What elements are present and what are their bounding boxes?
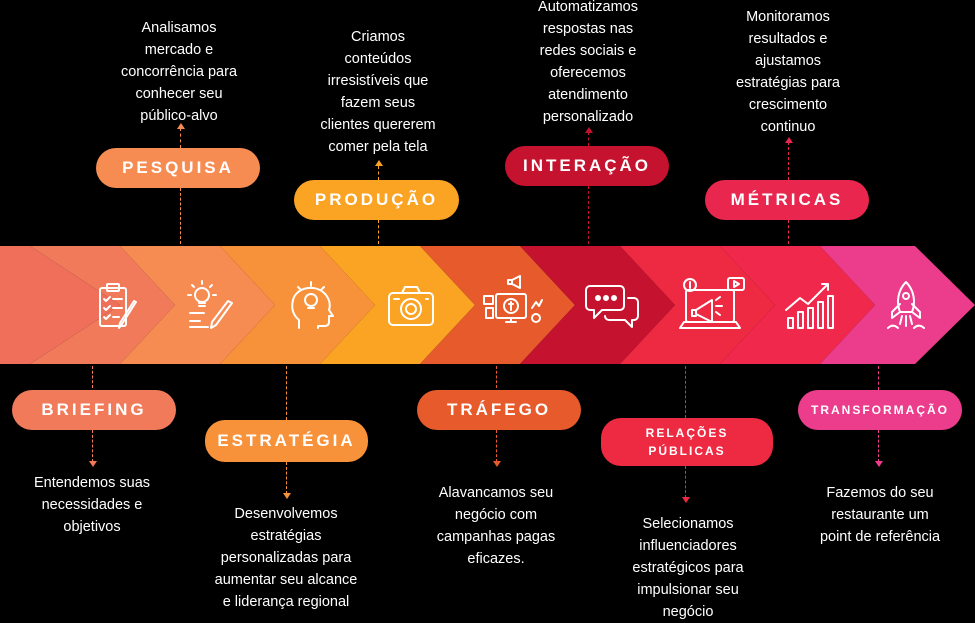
band-segment-5 — [320, 246, 475, 364]
connector-interacao-bottom — [588, 186, 589, 244]
head-idea-icon — [291, 281, 334, 329]
arrow-down-estrategia — [283, 493, 291, 499]
step-label-metricas: MÉTRICAS — [705, 180, 869, 220]
connector-estrategia-bottom — [286, 462, 287, 494]
arrow-down-transformacao — [875, 461, 883, 467]
arrow-up-pesquisa — [177, 123, 185, 129]
arrow-down-trafego — [493, 461, 501, 467]
connector-estrategia-top — [286, 366, 287, 420]
step-label-transformacao: TRANSFORMAÇÃO — [798, 390, 962, 430]
connector-producao-top — [378, 166, 379, 180]
arrow-down-briefing — [89, 461, 97, 467]
camera-icon — [388, 286, 434, 326]
connector-pesquisa-top — [180, 128, 181, 148]
step-desc-interacao: Automatizamos respostas nas redes sociai… — [538, 0, 638, 125]
growth-chart-icon — [785, 283, 834, 329]
connector-pesquisa-bottom — [180, 188, 181, 244]
arrow-up-producao — [375, 160, 383, 166]
band-segment-6 — [420, 246, 575, 364]
band-segment-4 — [220, 246, 375, 364]
step-desc-trafego: Alavancamos seu negócio com campanhas pa… — [436, 485, 556, 567]
step-label-pesquisa: PESQUISA — [96, 148, 260, 188]
connector-trafego-bottom — [496, 430, 497, 462]
digital-marketing-icon — [483, 275, 543, 323]
step-desc-estrategia: Desenvolvemos estratégias personalizadas… — [214, 506, 358, 610]
clipboard-checklist-icon — [99, 283, 137, 329]
rocket-icon — [887, 281, 925, 329]
arrow-down-relacoes — [682, 497, 690, 503]
step-desc-producao: Criamos conteúdos irresistíveis que faze… — [320, 29, 436, 155]
band-segment-1 — [0, 246, 120, 364]
step-label-producao: PRODUÇÃO — [294, 180, 459, 220]
step-desc-metricas: Monitoramos resultados e ajustamos estra… — [736, 9, 840, 135]
connector-transformacao-bottom — [878, 430, 879, 462]
arrow-up-metricas — [785, 137, 793, 143]
step-label-briefing: BRIEFING — [12, 390, 176, 430]
connector-relacoes-top — [685, 366, 686, 418]
step-desc-briefing: Entendemos suas necessidades e objetivos — [33, 475, 151, 535]
connector-relacoes-bottom — [685, 466, 686, 498]
megaphone-laptop-icon — [679, 277, 745, 329]
step-desc-pesquisa: Analisamos mercado e concorrência para c… — [120, 20, 238, 124]
step-label-trafego: TRÁFEGO — [417, 390, 581, 430]
connector-metricas-bottom — [788, 220, 789, 244]
step-label-interacao: INTERAÇÃO — [505, 146, 669, 186]
step-label-estrategia: ESTRATÉGIA — [205, 420, 368, 462]
connector-trafego-top — [496, 366, 497, 388]
band-segment-8 — [620, 246, 775, 364]
band-segment-7 — [520, 246, 675, 364]
connector-briefing-top — [92, 366, 93, 388]
arrow-up-interacao — [585, 127, 593, 133]
connector-briefing-bottom — [92, 430, 93, 462]
band-segment-9 — [720, 246, 875, 364]
lightbulb-pencil-icon — [187, 280, 233, 329]
chat-bubbles-icon — [585, 285, 639, 328]
band-segment-2 — [30, 246, 175, 364]
step-desc-relacoes-publicas: Selecionamos influenciadores estratégico… — [632, 516, 744, 620]
connector-producao-bottom — [378, 220, 379, 244]
connector-metricas-top — [788, 142, 789, 180]
connector-interacao-top — [588, 132, 589, 146]
step-label-relacoes-publicas: RELAÇÕES PÚBLICAS — [601, 418, 773, 466]
step-desc-transformacao: Fazemos do seu restaurante um point de r… — [819, 485, 941, 545]
band-segment-3 — [120, 246, 275, 364]
connector-transformacao-top — [878, 366, 879, 390]
